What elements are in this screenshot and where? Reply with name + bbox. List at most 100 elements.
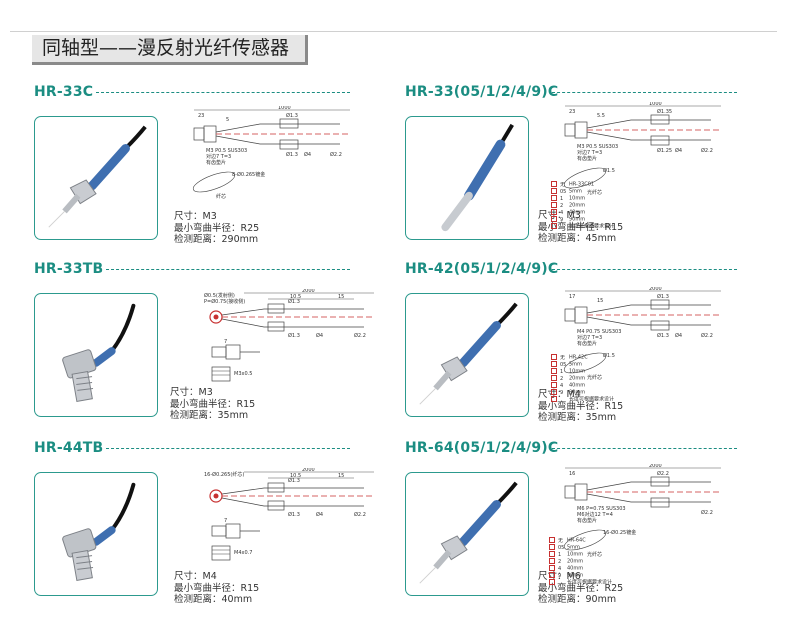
svg-text:Ø4: Ø4	[316, 332, 323, 339]
product-model: HR-42(05/1/2/4/9)C	[405, 261, 559, 277]
svg-text:10.5: 10.5	[290, 473, 301, 479]
section-title: 同轴型——漫反射光纤传感器	[42, 37, 290, 59]
svg-text:17: 17	[569, 294, 575, 300]
legend-text: 长度可根据要求设计	[569, 396, 615, 403]
svg-text:Ø1.3: Ø1.3	[288, 332, 300, 339]
spec-list: 尺寸：M3 最小弯曲半径：R25 检测距离：290mm	[174, 211, 259, 246]
svg-text:Ø1.3: Ø1.3	[288, 511, 300, 518]
spec-list: 尺寸：M6 最小弯曲半径：R25 检测距离：90mm	[538, 571, 623, 606]
legend-text: 90mm	[569, 216, 586, 223]
legend-text: 40mm	[567, 565, 584, 572]
spec-distance: 检测距离：35mm	[538, 412, 617, 423]
svg-text:Ø2.2: Ø2.2	[354, 511, 366, 518]
svg-text:Ø2.2: Ø2.2	[330, 151, 342, 158]
svg-text:Ø4: Ø4	[304, 151, 311, 158]
legend-text: 10mm	[567, 551, 584, 558]
legend-text: 40mm	[569, 209, 586, 216]
legend-code: 1	[560, 368, 564, 375]
legend-text: 20mm	[567, 558, 584, 565]
spec-size: 尺寸：M6	[538, 571, 581, 582]
legend-text: 10mm	[569, 368, 586, 375]
svg-text:Ø2.2: Ø2.2	[701, 509, 713, 516]
legend-code: 05	[558, 544, 565, 551]
svg-text:对边7 T=3: 对边7 T=3	[206, 153, 231, 160]
svg-text:Ø1.35: Ø1.35	[657, 108, 672, 115]
legend-code: 2	[558, 558, 562, 565]
legend-code: 05	[560, 188, 567, 195]
product-photo	[405, 293, 529, 417]
svg-text:Ø2.2: Ø2.2	[701, 147, 713, 154]
product-photo-svg	[62, 303, 136, 402]
product-model: HR-64(05/1/2/4/9)C	[405, 440, 559, 456]
spec-size: 尺寸：M3	[174, 211, 217, 222]
svg-text:10.5: 10.5	[290, 294, 301, 300]
svg-text:23: 23	[198, 113, 204, 119]
svg-text:23: 23	[569, 109, 575, 115]
svg-text:Ø1.3: Ø1.3	[657, 332, 669, 339]
legend-text: 90mm	[567, 572, 584, 579]
svg-text:Ø1.25: Ø1.25	[657, 147, 672, 154]
title-dash-line	[106, 269, 350, 270]
product-model: HR-33(05/1/2/4/9)C	[405, 84, 559, 100]
legend-code: 无	[560, 354, 566, 361]
spec-size: 尺寸：M4	[174, 571, 217, 582]
product-card: HR-64(05/1/2/4/9)C 2000 16 Ø2.2 Ø2.2 M6 …	[405, 440, 765, 612]
legend-text: 90mm	[569, 389, 586, 396]
title-dash-line	[552, 92, 737, 93]
svg-text:Ø0.5(发射侧): Ø0.5(发射侧)	[204, 292, 235, 299]
svg-text:光纤芯: 光纤芯	[587, 551, 602, 558]
svg-text:Ø1.3: Ø1.3	[288, 477, 300, 484]
legend-row: 长度可根据要求设计	[549, 579, 612, 586]
legend-code: 4	[560, 209, 564, 216]
legend-code: 4	[560, 382, 564, 389]
svg-text:8-Ø0.265镀金: 8-Ø0.265镀金	[232, 171, 265, 178]
svg-text:Ø1.3: Ø1.3	[288, 298, 300, 305]
svg-text:5: 5	[226, 117, 229, 123]
legend-code: 1	[558, 551, 562, 558]
legend-code: 无	[560, 181, 566, 188]
svg-text:Ø2.2: Ø2.2	[354, 332, 366, 339]
svg-text:M3 P0.5 SUS303: M3 P0.5 SUS303	[206, 148, 247, 154]
legend-text: 40mm	[569, 382, 586, 389]
legend-code: 9	[560, 389, 564, 396]
spec-distance: 检测距离：45mm	[538, 233, 617, 244]
legend-text: HR-33C01	[569, 181, 595, 188]
title-dash-line	[552, 448, 737, 449]
spec-bend-radius: 最小弯曲半径：R25	[174, 222, 260, 234]
legend-text: 长度可根据要求设计	[567, 579, 613, 586]
legend-row: 2 20mm	[549, 558, 612, 565]
spec-bend-radius: 最小弯曲半径：R15	[538, 400, 624, 412]
svg-text:有齿垫片: 有齿垫片	[577, 155, 597, 162]
legend-code: 1	[560, 195, 564, 202]
svg-text:7: 7	[224, 339, 227, 345]
legend-text: HR-42C	[569, 354, 588, 361]
svg-text:P=Ø0.75(接收侧): P=Ø0.75(接收侧)	[204, 298, 245, 305]
svg-text:有齿垫片: 有齿垫片	[206, 159, 226, 166]
svg-text:5.5: 5.5	[597, 113, 605, 119]
dim-length: 2000	[302, 468, 315, 473]
legend-code: 2	[560, 202, 564, 209]
svg-text:15: 15	[597, 298, 603, 304]
product-model: HR-33TB	[34, 261, 104, 277]
